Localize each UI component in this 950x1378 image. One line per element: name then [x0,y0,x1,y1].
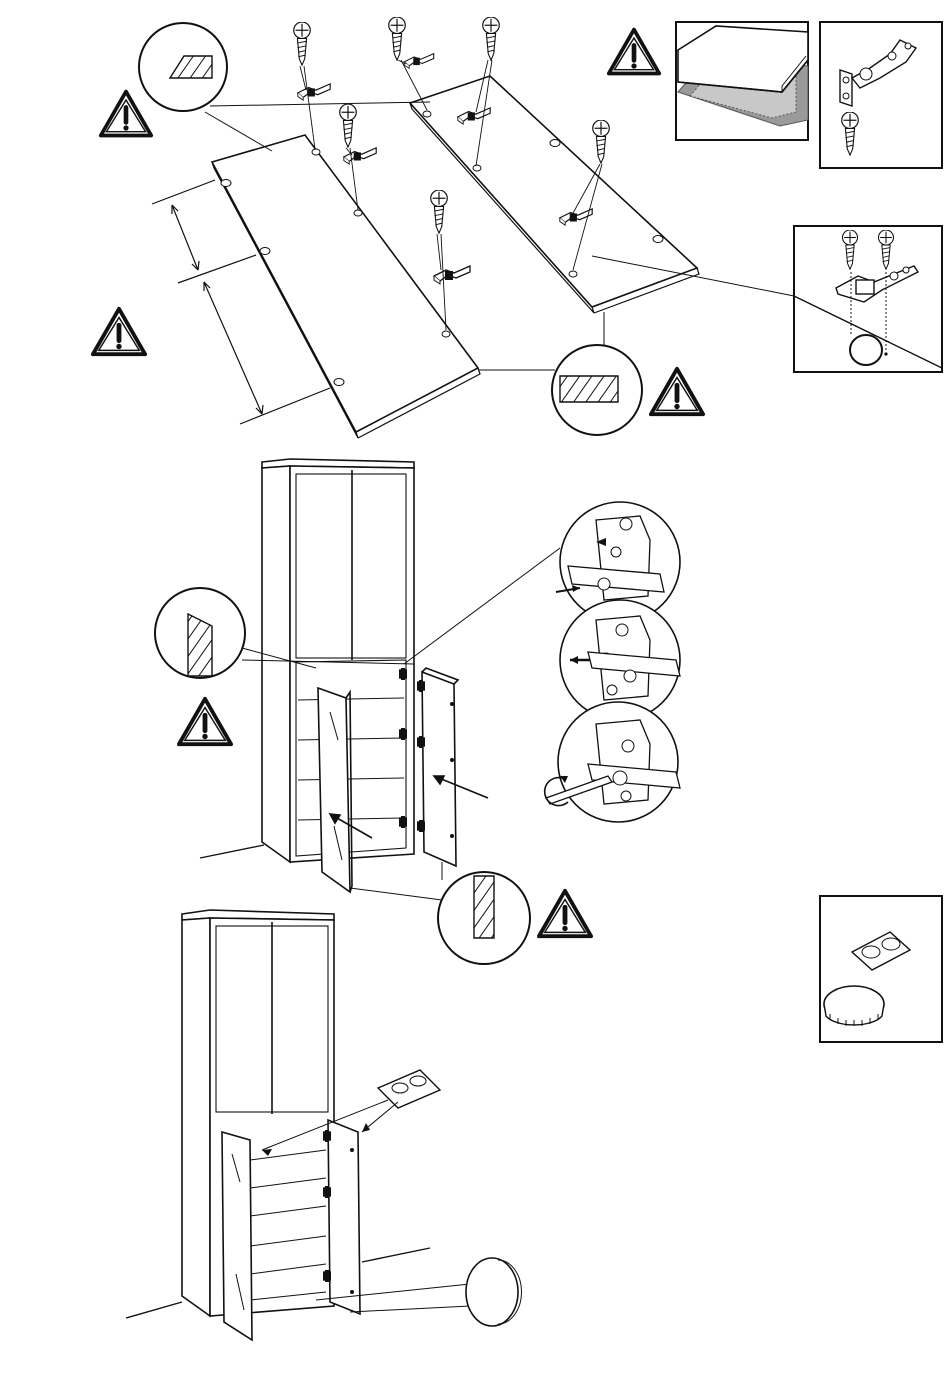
screw-icon [294,22,311,65]
screw-icon [483,17,500,60]
hinge-plate-icon [323,1270,331,1282]
cabinet-tall-2 [126,910,430,1318]
edge-detail-callout [478,312,642,435]
cap-icon [466,1258,518,1326]
hinge-icon [344,148,376,164]
warning-triangle-icon [93,309,145,354]
hinge-icon [404,54,433,69]
rug-detail-box [676,22,808,140]
edge-detail-callout [350,862,530,964]
screw-icon [340,104,357,147]
warning-triangle-icon [101,92,151,136]
hinge-plate-icon [399,668,407,680]
hinge-plate-icon [417,736,425,748]
warning-triangle-icon [609,30,659,74]
step-doors [155,459,680,964]
door-right-open [422,668,458,866]
hinge-plate-icon [323,1186,331,1198]
bumper-part-box [820,896,942,1042]
warning-triangle-icon [179,699,231,744]
edge-detail-callout [139,23,430,151]
step-hinges [93,17,942,438]
warning-triangle-icon [651,369,703,414]
screw-icon [593,120,610,163]
hinge-part-box [820,22,942,168]
door-right-open-2 [328,1120,360,1314]
hinge-plate-icon [323,1130,331,1142]
hinge-plate-icon [417,680,425,692]
hinge-plate-icon [417,820,425,832]
clip-detail-3 [545,702,680,822]
hinge-icon [434,266,470,284]
edge-profile-icon [474,876,494,938]
door-left-open [318,688,352,892]
door-left-open-2 [222,1132,252,1340]
edge-profile-icon [560,376,618,402]
step-bumpers [126,896,942,1340]
hinge-icon [298,84,330,100]
hinge-plate-icon [399,728,407,740]
screw-icon [389,17,406,60]
warning-triangle-icon [539,891,591,936]
hinge-plate-icon [399,816,407,828]
screw-icon [431,190,448,233]
